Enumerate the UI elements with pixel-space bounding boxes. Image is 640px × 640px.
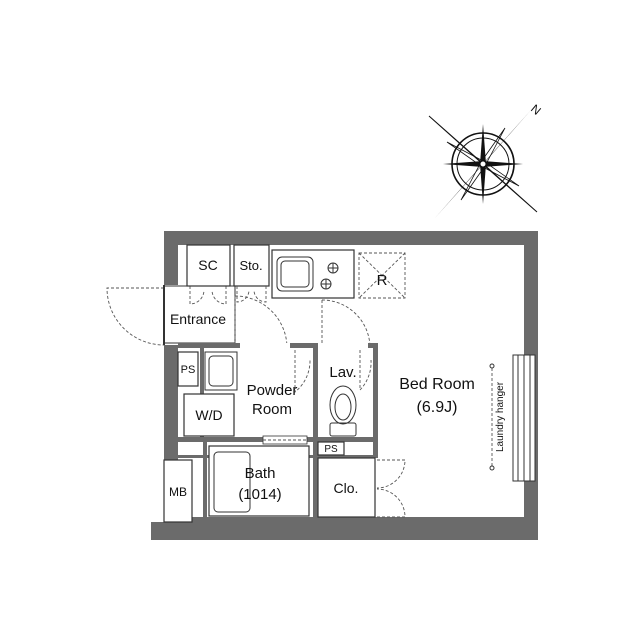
bath-label-line2: (1014)	[238, 486, 281, 503]
lav-label: Lav.	[329, 364, 356, 381]
window	[512, 354, 536, 482]
shoe-cabinet	[186, 244, 231, 287]
bed-room-label-line2: (6.9J)	[417, 399, 458, 416]
entrance-label: Entrance	[170, 311, 226, 327]
washbasin	[204, 351, 238, 391]
refrigerator-space	[358, 252, 406, 299]
stove-burner-icon	[321, 263, 338, 289]
ps-lower-label: PS	[324, 444, 338, 455]
powder-room-label-line1: Powder	[247, 382, 298, 399]
bath-label-line1: Bath	[245, 465, 276, 482]
clo-label: Clo.	[334, 480, 359, 496]
storage	[233, 244, 270, 287]
pipe-space-upper	[177, 351, 199, 387]
meter-box	[163, 459, 193, 523]
pipe-space-lower	[317, 441, 345, 456]
compass-rose-icon	[428, 110, 538, 218]
powder-room-label-line2: Room	[252, 401, 292, 418]
kitchen-counter	[271, 249, 355, 299]
sc-label: SC	[198, 257, 217, 273]
laundry-hanger-label: Laundry hanger	[495, 381, 506, 452]
toilet-icon	[329, 385, 357, 437]
bath-unit	[208, 445, 310, 517]
compass-north-label: N	[528, 102, 544, 118]
sto-label: Sto.	[239, 258, 262, 273]
entrance-door-swing	[106, 287, 165, 346]
refrigerator-label: R	[377, 272, 388, 289]
mb-label: MB	[169, 485, 187, 499]
wd-label: W/D	[195, 407, 222, 423]
washer-dryer-space	[183, 393, 235, 437]
bed-room-label-line1: Bed Room	[399, 376, 475, 393]
ps-upper-label: PS	[181, 364, 196, 376]
closet	[317, 457, 376, 518]
